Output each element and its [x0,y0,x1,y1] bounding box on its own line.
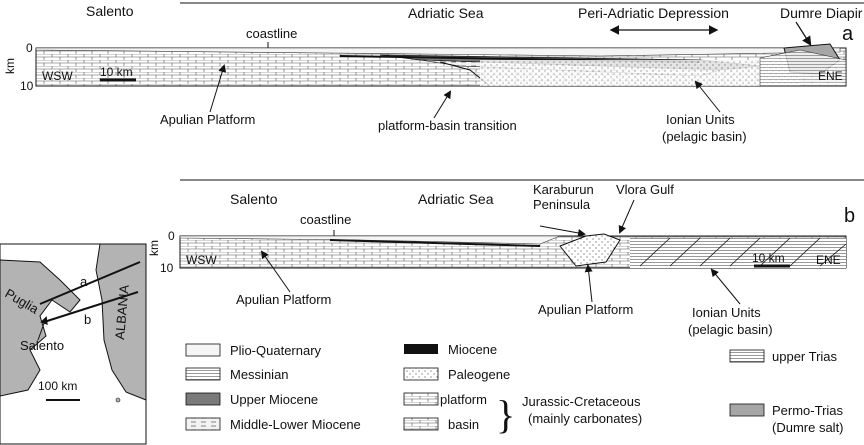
panel-a-label-peri-adriatic: Peri-Adriatic Depression [578,5,729,21]
panel-b-ionian-label-2: (pelagic basin) [688,322,773,337]
legend-swatch-paleogene [403,367,439,381]
panel-b-coastline-label: coastline [300,212,351,227]
panel-a-label-dumre: Dumre Diapir [780,5,863,21]
legend-label-jurassic-1: Jurassic-Cretaceous [522,394,641,409]
panel-a-scale-label: 10 km [100,65,133,79]
panel-a-axis-ten: 10 [20,79,34,93]
legend-swatch-platform [403,392,439,406]
panel-b-axis-km: km [147,240,161,256]
legend-label-jurassic-2: (mainly carbonates) [528,411,642,426]
panel-a-ionian-units [759,49,847,87]
inset-line-b [43,291,139,323]
legend-swatch-mid-lower-miocene [185,417,221,431]
panel-a-apulian-label: Apulian Platform [160,112,255,127]
panel-b-ionian-arrow [710,268,741,305]
panel-b-apulian-mid-arrow [584,264,593,303]
inset-label-albania: ALBANIA [112,284,132,340]
panel-b-scale-label: 10 km [752,251,785,265]
panel-b-apulian-left-label: Apulian Platform [236,292,331,307]
panel-b-label-karaburun-1: Karaburun [533,182,594,197]
legend-swatch-plio [185,343,221,357]
legend-label-permo-2: (Dumre salt) [772,420,844,435]
panel-a-label-adriatic: Adriatic Sea [408,5,484,21]
legend-label-mid-lower-miocene: Middle-Lower Miocene [230,417,361,432]
legend-label-messinian: Messinian [230,367,289,382]
inset-map: a b Puglia ALBANIA Salento 100 km [0,243,147,445]
panel-b-dir-right: ENE [816,253,841,267]
panel-b-apulian-left-arrow [260,250,291,293]
panel-a-ionian-arrow [694,80,721,113]
panel-b-letter: b [844,205,855,227]
legend-swatch-upper-miocene [185,392,221,406]
panel-b: Salento Adriatic Sea Karaburun Peninsula… [147,179,864,337]
inset-label-a: a [80,274,88,289]
inset-salento-arrow [37,316,48,341]
legend-label-plio: Plio-Quaternary [230,343,322,358]
panel-a-ionian-label-1: Ionian Units [666,112,735,127]
panel-b-label-salento: Salento [230,191,278,207]
panel-b-ionian-thrusts [630,237,847,268]
panel-a-coastline-label: coastline [246,26,297,41]
inset-line-a [39,261,141,305]
panel-a-dumre-arrow [795,21,812,47]
panel-b-miocene-line [329,239,541,247]
panel-a-label-salento: Salento [86,3,134,19]
inset-island [115,397,121,403]
panel-b-ionian-label-1: Ionian Units [692,305,761,320]
panel-a-basin-zone [480,60,800,86]
legend-swatch-basin [403,417,439,431]
legend-label-basin: basin [448,417,479,432]
legend-label-upper-miocene: Upper Miocene [230,392,318,407]
panel-a-transition-arrow [433,90,452,119]
panel-a-dir-right: ENE [818,69,843,83]
panel-b-label-adriatic: Adriatic Sea [418,191,494,207]
panel-a: Salento Adriatic Sea Peri-Adriatic Depre… [3,2,864,144]
panel-a-transition-label: platform-basin transition [378,118,517,133]
inset-label-salento: Salento [20,338,64,353]
inset-label-b: b [84,312,91,327]
panel-b-label-vlora: Vlora Gulf [616,182,674,197]
legend-swatch-upper-trias [729,349,765,363]
panel-a-apulian-arrow [209,64,227,113]
panel-a-letter: a [842,23,854,45]
panel-b-dir-left: WSW [186,253,217,267]
legend: Plio-Quaternary Messinian Upper Miocene … [185,342,844,437]
panel-b-apulian-mid-label: Apulian Platform [538,302,633,317]
legend-swatch-miocene [404,344,438,354]
panel-a-dir-left: WSW [42,69,73,83]
panel-b-vlora-arrow [618,199,635,234]
panel-b-plio-layer [179,235,561,245]
panel-b-axis-zero: 0 [168,229,175,243]
panel-a-ionian-label-2: (pelagic basin) [662,129,747,144]
legend-label-upper-trias: upper Trias [772,349,838,364]
inset-italy [0,259,81,397]
legend-swatch-permo-trias [729,403,765,417]
panel-a-axis-zero: 0 [26,41,33,55]
panel-b-karaburun-fold [559,233,621,267]
panel-b-label-karaburun-2: Peninsula [533,197,591,212]
legend-label-miocene: Miocene [448,342,497,357]
panel-b-axis-ten: 10 [160,261,174,275]
legend-label-permo-1: Permo-Trias [772,403,844,418]
panel-a-axis-km: km [3,58,17,74]
panel-b-karaburun-arrow [539,225,586,237]
legend-brace: } [496,392,515,437]
legend-label-platform: platform [440,392,487,407]
panel-a-plio-layer [35,47,841,57]
legend-label-paleogene: Paleogene [448,367,510,382]
legend-swatch-messinian [185,367,221,381]
inset-scale-label: 100 km [38,379,77,393]
